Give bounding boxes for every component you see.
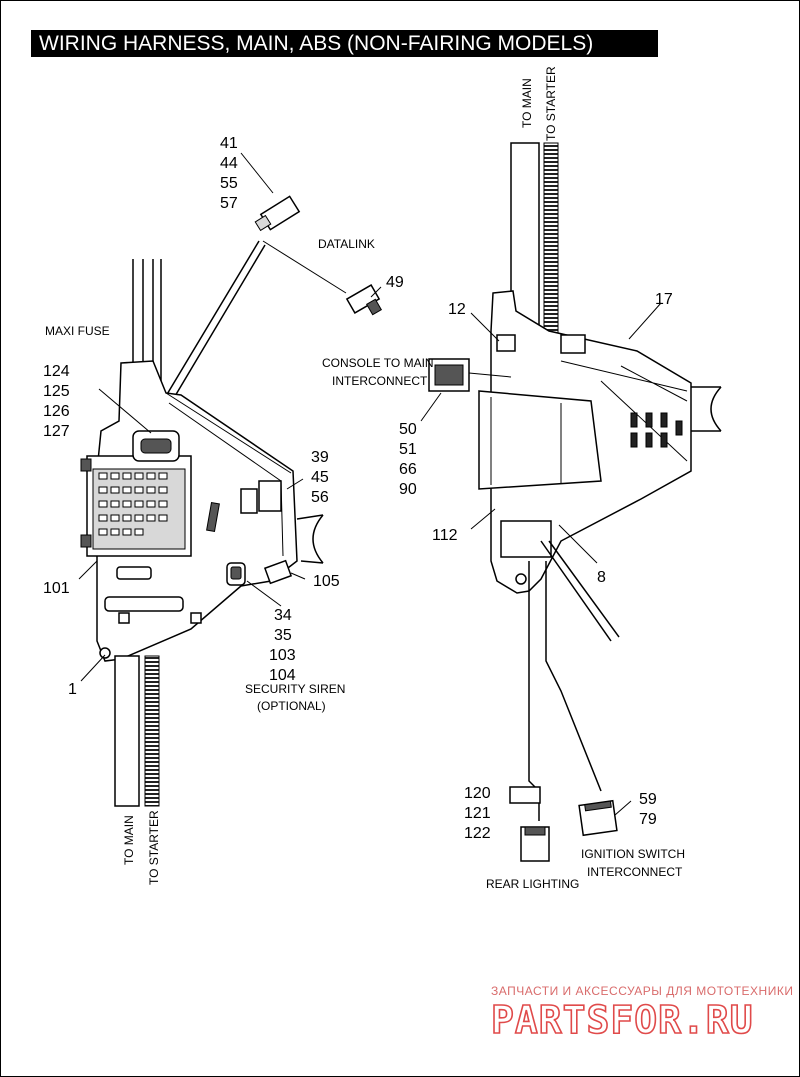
label-console-to-main: CONSOLE TO MAIN: [322, 356, 434, 370]
callout-44: 44: [220, 155, 238, 172]
label-console-interconnect: INTERCONNECT: [332, 374, 428, 388]
callout-49: 49: [386, 274, 404, 291]
callout-59: 59: [639, 791, 657, 808]
right-harness-assembly: [428, 142, 722, 862]
callout-51: 51: [399, 441, 417, 458]
relay-39: [258, 480, 282, 512]
callout-39: 39: [311, 449, 329, 466]
callout-41: 41: [220, 135, 238, 152]
callout-57: 57: [220, 195, 238, 212]
callout-50: 50: [399, 421, 417, 438]
callout-8: 8: [597, 569, 606, 586]
watermark-brand: PARTSFOR.RU: [491, 998, 754, 1042]
ignition-switch-connector: [578, 799, 618, 837]
callout-56: 56: [311, 489, 329, 506]
security-siren-connector: [226, 562, 246, 586]
callout-34: 34: [274, 607, 292, 624]
label-maxi-fuse: MAXI FUSE: [45, 324, 110, 338]
watermark-logo: ЗАПЧАСТИ И АКСЕССУАРЫ ДЛЯ МОТОТЕХНИКИ PA…: [490, 984, 793, 1043]
callout-45: 45: [311, 469, 329, 486]
console-to-main-connector: [428, 358, 512, 392]
callout-17: 17: [655, 291, 673, 308]
callout-112: 112: [432, 527, 458, 544]
callout-104: 104: [269, 667, 296, 684]
maxi-fuse: [132, 430, 180, 462]
fuse-box: [80, 455, 192, 557]
callout-122: 122: [464, 825, 491, 842]
label-security-siren: SECURITY SIREN: [245, 682, 345, 696]
rear-lighting-connector: [509, 786, 550, 862]
label-ignition-switch: IGNITION SWITCH: [581, 847, 685, 861]
label-datalink: DATALINK: [318, 237, 375, 251]
label-to-starter-right: TO STARTER: [544, 66, 558, 141]
connector-49: [345, 284, 383, 316]
leader-lines: [78, 152, 662, 816]
label-ignition-interconnect: INTERCONNECT: [587, 865, 683, 879]
callout-126: 126: [43, 403, 70, 420]
callout-124: 124: [43, 363, 70, 380]
callout-55: 55: [220, 175, 238, 192]
callout-125: 125: [43, 383, 70, 400]
datalink-connector: [254, 195, 301, 232]
label-rear-lighting: REAR LIGHTING: [486, 877, 579, 891]
callout-105: 105: [313, 573, 340, 590]
callout-127: 127: [43, 423, 70, 440]
watermark-tagline: ЗАПЧАСТИ И АКСЕССУАРЫ ДЛЯ МОТОТЕХНИКИ: [491, 984, 793, 998]
label-to-starter-left: TO STARTER: [147, 810, 161, 885]
callout-90: 90: [399, 481, 417, 498]
callout-121: 121: [464, 805, 491, 822]
label-to-main-left: TO MAIN: [122, 815, 136, 865]
callout-12: 12: [448, 301, 466, 318]
label-to-main-right: TO MAIN: [520, 78, 534, 128]
callout-66: 66: [399, 461, 417, 478]
callout-103: 103: [269, 647, 296, 664]
callout-120: 120: [464, 785, 491, 802]
callout-35: 35: [274, 627, 292, 644]
label-security-siren-optional: (OPTIONAL): [257, 699, 326, 713]
connector-12: [496, 334, 516, 352]
left-harness-assembly: [80, 195, 383, 807]
callout-1: 1: [68, 681, 77, 698]
callout-79: 79: [639, 811, 657, 828]
callout-101: 101: [43, 580, 70, 597]
page-title: WIRING HARNESS, MAIN, ABS (NON-FAIRING M…: [31, 30, 658, 57]
